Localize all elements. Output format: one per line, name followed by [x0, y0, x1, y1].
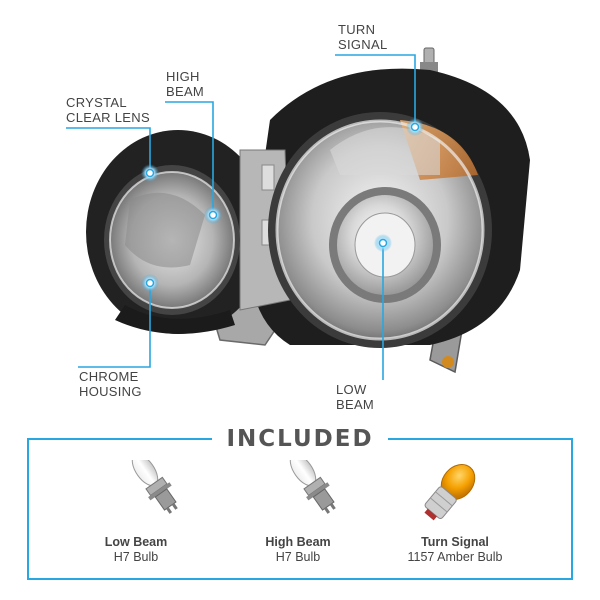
bulb-caption-low-beam: Low Beam H7 Bulb [61, 535, 211, 565]
callout-crystal-clear-lens: CRYSTAL CLEAR LENS [66, 95, 150, 125]
included-title: INCLUDED [212, 423, 388, 455]
callout-turn-signal-line2: SIGNAL [338, 37, 388, 52]
bulb-caption-high-beam: High Beam H7 Bulb [223, 535, 373, 565]
bulb-icons [131, 460, 476, 521]
h7-bulb-icon [131, 460, 178, 514]
headlight-image [66, 47, 530, 380]
callout-high-beam: HIGH BEAM [166, 69, 204, 99]
bulb-type: 1157 Amber Bulb [407, 550, 503, 564]
callout-low-beam-line2: BEAM [336, 397, 375, 412]
bulb-name: High Beam [265, 535, 331, 549]
callout-chrome-housing: CHROME HOUSING [79, 369, 142, 399]
callout-housing-line2: HOUSING [79, 384, 142, 399]
callout-high-beam-line2: BEAM [166, 84, 205, 99]
callout-turn-signal-line1: TURN [338, 22, 376, 37]
callout-housing-line1: CHROME [79, 369, 139, 384]
bulb-name: Low Beam [104, 535, 168, 549]
callout-low-beam-line1: LOW [336, 382, 367, 397]
callout-turn-signal: TURN SIGNAL [338, 22, 387, 52]
bulb-caption-turn-signal: Turn Signal 1157 Amber Bulb [380, 535, 530, 565]
amber-bulb-icon [424, 464, 476, 521]
h7-bulb-icon [289, 460, 336, 514]
callout-lens-line1: CRYSTAL [66, 95, 127, 110]
bulb-type: H7 Bulb [275, 550, 321, 564]
callout-lens-line2: CLEAR LENS [66, 110, 150, 125]
callout-dots [141, 118, 424, 292]
bulb-name: Turn Signal [421, 535, 489, 549]
callout-high-beam-line1: HIGH [166, 69, 200, 84]
callout-low-beam: LOW BEAM [336, 382, 374, 412]
bulb-type: H7 Bulb [113, 550, 159, 564]
